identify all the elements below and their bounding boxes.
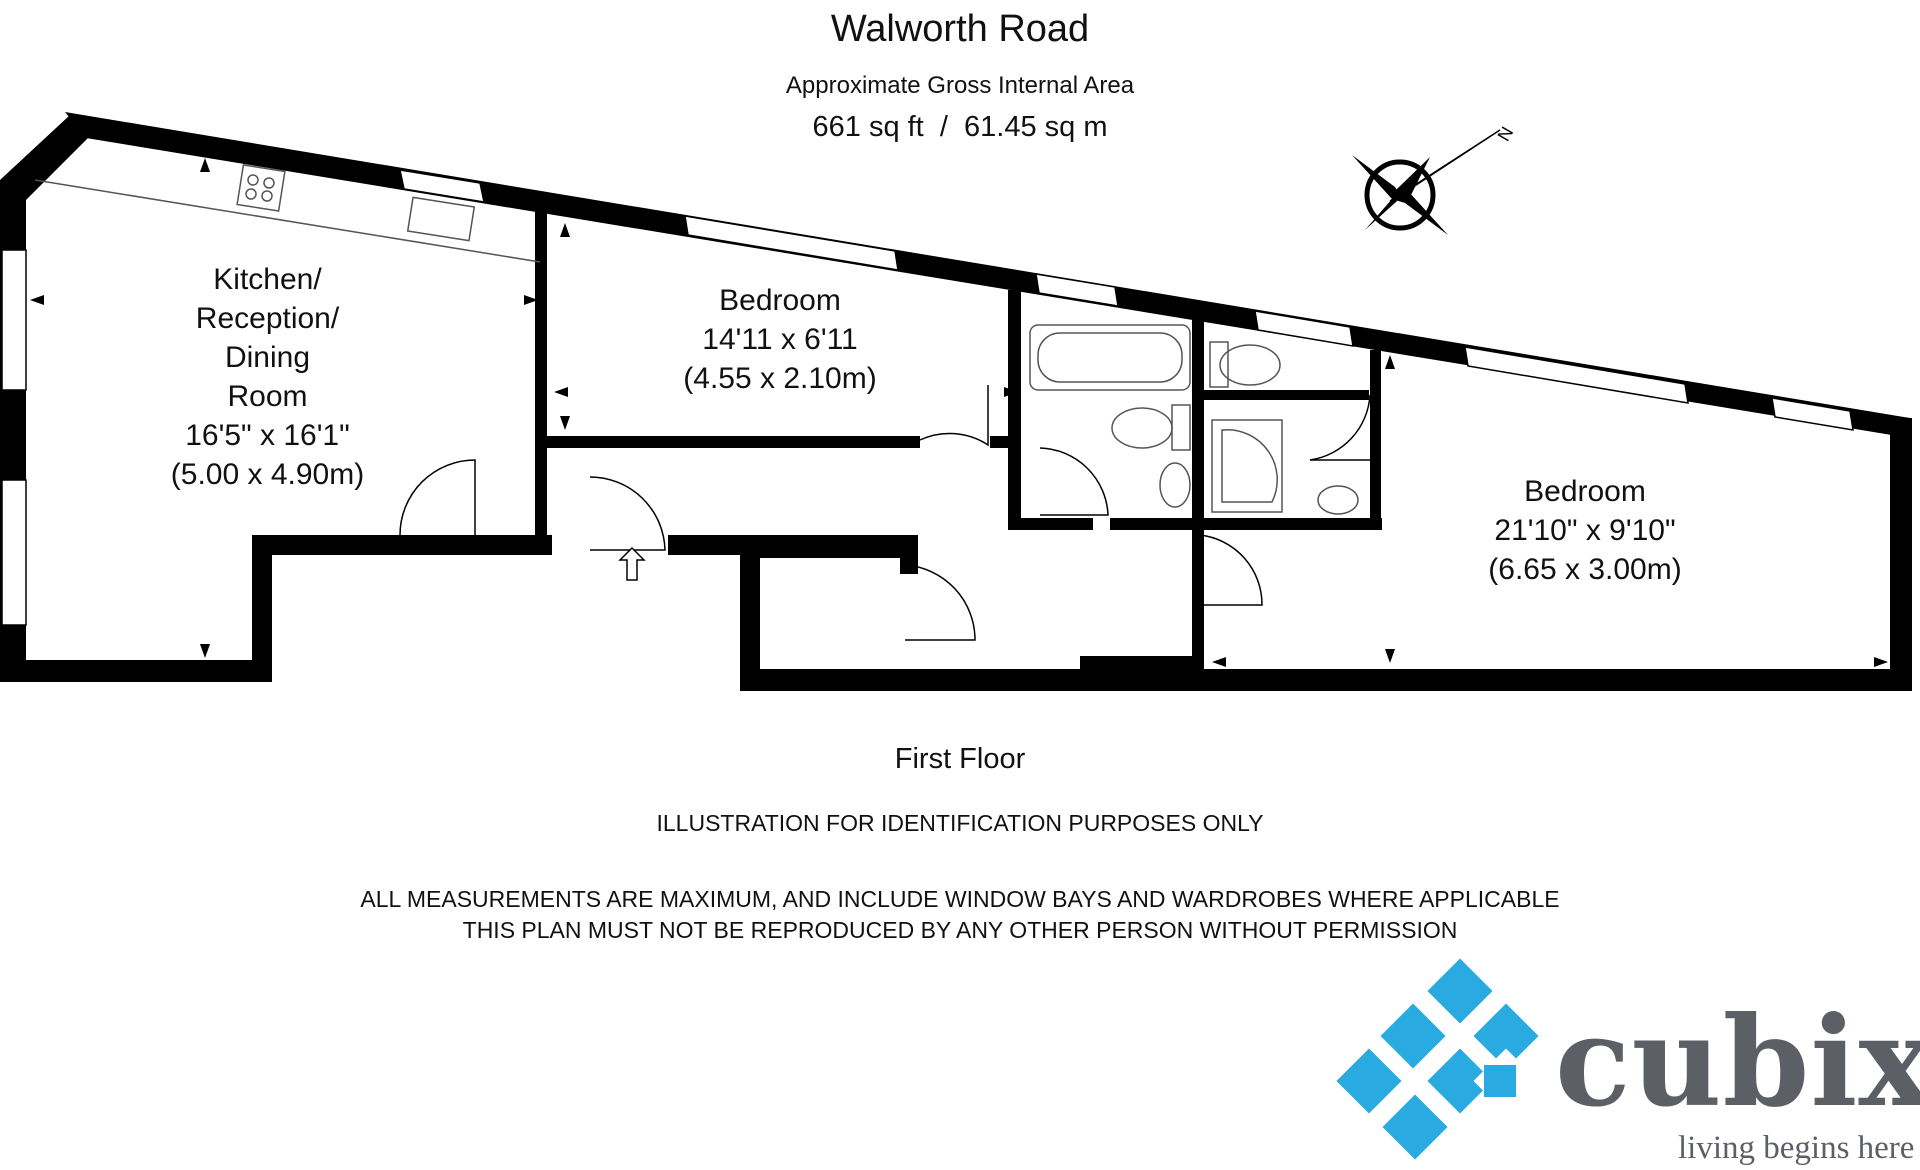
floor-label: First Floor — [894, 743, 1026, 775]
room-dimensions-imperial: 14'11 x 6'11 — [702, 323, 858, 356]
room-name-line: Bedroom — [1524, 475, 1646, 508]
room-name-line: Kitchen/ — [213, 263, 322, 296]
room-name-line: Bedroom — [719, 284, 841, 317]
room-dimensions-imperial: 21'10" x 9'10" — [1494, 514, 1676, 547]
windows — [1, 169, 1854, 626]
room-name-line: Dining — [224, 341, 311, 374]
dimension-arrows — [30, 158, 1888, 667]
cubix-logo-mark — [1336, 958, 1539, 1160]
room-kitchen-reception-dining: Kitchen/ Reception/ Dining Room 16'5" x … — [130, 260, 405, 494]
room-bedroom-1: Bedroom 14'11 x 6'11 (4.55 x 2.10m) — [640, 281, 920, 398]
disclaimer-identification: ILLUSTRATION FOR IDENTIFICATION PURPOSES… — [656, 810, 1264, 836]
disclaimer-reproduction: THIS PLAN MUST NOT BE REPRODUCED BY ANY … — [462, 917, 1458, 943]
room-dimensions-metric: (6.65 x 3.00m) — [1488, 553, 1682, 586]
area-value: 661 sq ft / 61.45 sq m — [812, 111, 1108, 143]
cubix-logo-tagline: living begins here — [1678, 1130, 1915, 1166]
room-name-line: Reception/ — [195, 302, 340, 335]
compass-north-label: N — [1493, 123, 1517, 144]
kitchen-counter — [34, 164, 541, 263]
doors — [399, 385, 1371, 641]
room-name-line: Room — [227, 380, 308, 413]
cubix-logo-word: cubix — [1555, 990, 1920, 1135]
bathroom-fixtures — [1029, 324, 1359, 515]
room-dimensions-imperial: 16'5" x 16'1" — [185, 419, 350, 452]
disclaimer-measurements: ALL MEASUREMENTS ARE MAXIMUM, AND INCLUD… — [360, 886, 1560, 912]
plan-title: Walworth Road — [830, 8, 1090, 50]
room-dimensions-metric: (5.00 x 4.90m) — [170, 458, 365, 491]
area-label: Approximate Gross Internal Area — [785, 72, 1135, 99]
entrance-arrow-icon — [618, 546, 646, 581]
walls — [0, 112, 1912, 691]
compass-rose-icon — [1352, 129, 1501, 235]
room-dimensions-metric: (4.55 x 2.10m) — [683, 362, 877, 395]
room-bedroom-2: Bedroom 21'10" x 9'10" (6.65 x 3.00m) — [1445, 472, 1725, 589]
